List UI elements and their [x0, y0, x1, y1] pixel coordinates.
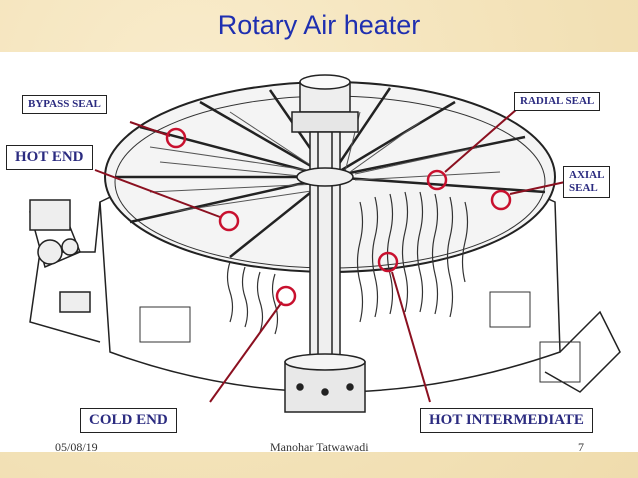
radial-seal-marker	[426, 169, 448, 191]
drive-motor	[29, 199, 91, 313]
axial-seal-label: AXIAL SEAL	[563, 166, 611, 198]
callout-circles	[165, 127, 512, 307]
heating-element-cutaway	[226, 191, 469, 335]
bypass-seal-marker	[165, 127, 187, 149]
side-panels	[139, 291, 581, 383]
footer-date: 05/08/19	[55, 440, 98, 454]
footer-page-number: 7	[578, 440, 584, 454]
radial-seal-label: RADIAL SEAL	[514, 92, 601, 111]
hot-end-label: HOT END	[6, 145, 93, 170]
leader-lines	[94, 101, 566, 403]
slide-title: Rotary Air heater	[217, 10, 421, 40]
rotary-air-heater-diagram	[29, 74, 621, 413]
heating-element-hatching	[149, 111, 501, 213]
axial-seal-marker	[490, 189, 512, 211]
cold-end-label: COLD END	[80, 408, 177, 433]
central-shaft	[284, 74, 366, 413]
hot-intermediate-marker	[377, 251, 399, 273]
footer-author: Manohar Tatwawadi	[270, 440, 369, 454]
bypass-seal-label: BYPASS SEAL	[22, 95, 107, 114]
hot-intermediate-label: HOT INTERMEDIATE	[420, 408, 593, 433]
cold-end-marker	[275, 285, 297, 307]
hot-end-marker	[218, 210, 240, 232]
